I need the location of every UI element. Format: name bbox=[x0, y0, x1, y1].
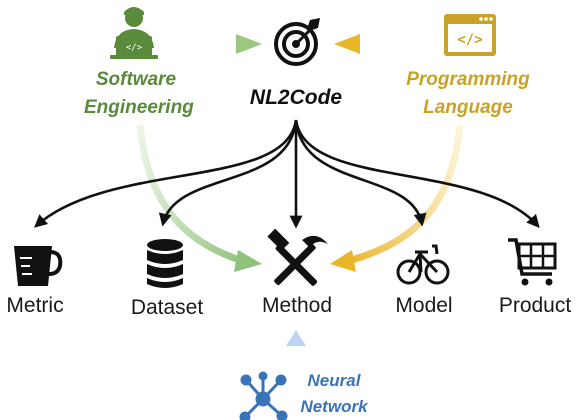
svg-text:</>: </> bbox=[126, 43, 143, 53]
neural-network-line2: Network bbox=[300, 397, 368, 416]
database-icon bbox=[147, 239, 183, 288]
code-window-icon: </> bbox=[444, 14, 496, 56]
svg-text:</>: </> bbox=[457, 32, 482, 48]
hammer-and-pick-icon bbox=[267, 228, 328, 286]
software-engineering-line2: Engineering bbox=[84, 97, 194, 118]
neural-network-to-method-arrow bbox=[286, 330, 306, 372]
software-engineering-to-nl2code-arrow bbox=[168, 34, 262, 54]
developer-at-laptop-icon: </> bbox=[110, 7, 158, 59]
programming-language-line1: Programming bbox=[406, 69, 530, 90]
programming-language-to-nl2code-arrow bbox=[334, 34, 432, 54]
software-engineering-to-method-arrow bbox=[136, 124, 262, 272]
nl2code-title: NL2Code bbox=[249, 86, 343, 109]
bicycle-icon bbox=[396, 244, 450, 285]
network-nodes-icon bbox=[239, 371, 288, 420]
arrow-to-dataset bbox=[158, 119, 298, 227]
arrow-to-product bbox=[294, 119, 540, 228]
shopping-cart-icon bbox=[508, 238, 557, 286]
product-label: Product bbox=[498, 294, 572, 317]
target-bullseye-icon bbox=[274, 18, 320, 66]
metric-label: Metric bbox=[6, 294, 64, 317]
programming-language-to-method-arrow bbox=[330, 124, 464, 272]
measuring-cup-icon bbox=[14, 246, 63, 286]
software-engineering-line1: Software bbox=[95, 69, 177, 90]
method-label: Method bbox=[261, 294, 333, 317]
nl2code-fanout-arrows bbox=[34, 119, 540, 229]
programming-language-label: Programming Language bbox=[398, 66, 538, 122]
programming-language-line2: Language bbox=[423, 97, 513, 118]
model-label: Model bbox=[395, 294, 453, 317]
arrow-to-model bbox=[294, 119, 427, 227]
dataset-label: Dataset bbox=[130, 296, 204, 319]
software-engineering-label: Software Engineering bbox=[84, 66, 194, 122]
neural-network-line1: Neural bbox=[307, 371, 361, 390]
neural-network-label: Neural Network bbox=[288, 368, 380, 420]
arrow-to-metric bbox=[34, 119, 298, 228]
